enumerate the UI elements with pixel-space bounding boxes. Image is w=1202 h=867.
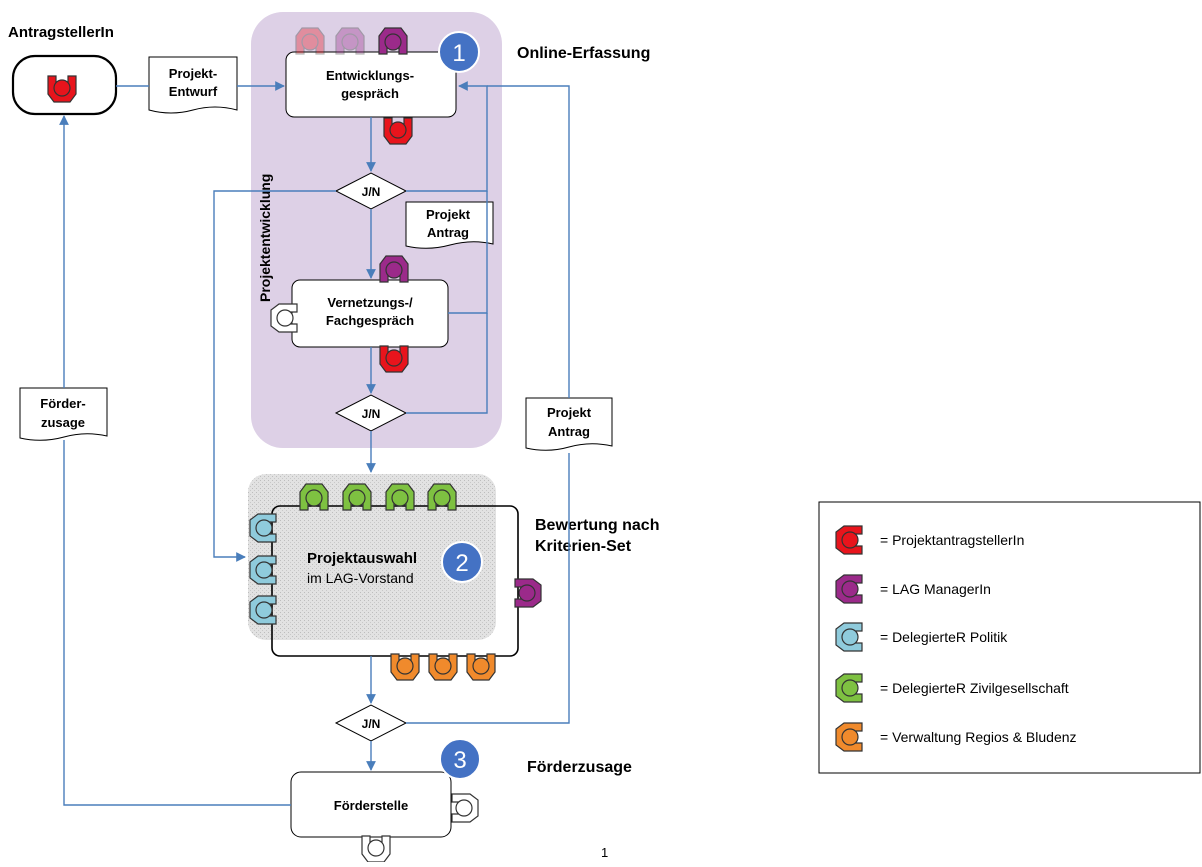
entwurf-line1: Projekt-	[169, 66, 217, 81]
applicant-person-icon	[379, 345, 409, 373]
foerderstelle-label: Förderstelle	[334, 798, 408, 813]
decision-1-label: J/N	[362, 185, 381, 199]
entwicklung-line2: gespräch	[341, 86, 399, 101]
antrag1-line1: Projekt	[426, 207, 471, 222]
person-blue-icon	[835, 622, 863, 652]
person-green-icon	[835, 673, 863, 703]
legend-item-manager: = LAG ManagerIn	[835, 574, 991, 604]
person-red-icon	[835, 525, 863, 555]
funding-officer-person-icon	[361, 835, 391, 863]
vernetzung-line2: Fachgespräch	[326, 313, 414, 328]
antrag1-line2: Antrag	[427, 225, 469, 240]
badge-1-label: 1	[452, 40, 465, 67]
bewertung-line2: Kriterien-Set	[535, 538, 632, 555]
entwurf-document	[148, 56, 238, 114]
connectors	[59, 81, 570, 806]
legend-label: = DelegierteR Politik	[880, 629, 1008, 645]
legend-item-politics: = DelegierteR Politik	[835, 622, 1008, 652]
legend-label: = ProjektantragstellerIn	[880, 532, 1024, 548]
manager-person-icon	[379, 255, 409, 283]
applicant-person-icon	[383, 117, 413, 145]
ghost-person-icon	[335, 27, 365, 55]
politics-person-icon	[249, 555, 277, 585]
badge-2	[441, 541, 483, 583]
bewertung-line1: Bewertung nach	[535, 517, 659, 534]
page-number: 1	[601, 845, 608, 860]
legend-label: = Verwaltung Regios & Bludenz	[880, 729, 1077, 745]
funding-officer-person-icon	[451, 793, 479, 823]
antrag2-line1: Projekt	[547, 405, 592, 420]
badge-1	[438, 31, 480, 73]
legend-item-administration: = Verwaltung Regios & Bludenz	[835, 722, 1077, 752]
badge-2-label: 2	[455, 550, 468, 577]
person-orange-icon	[835, 722, 863, 752]
badge-3-label: 3	[453, 747, 466, 774]
administration-person-icon	[428, 653, 458, 681]
antrag-document-2	[525, 397, 613, 451]
ghost-person-icon	[295, 27, 325, 55]
antrag2-line2: Antrag	[548, 424, 590, 439]
legend-box	[818, 501, 1201, 774]
civil-society-person-icon	[342, 483, 372, 511]
foerderzusage-label: Förderzusage	[527, 759, 632, 776]
manager-person-icon	[514, 578, 542, 608]
decision-3-label: J/N	[362, 717, 381, 731]
legend-label: = LAG ManagerIn	[880, 581, 991, 597]
administration-person-icon	[390, 653, 420, 681]
legend-label: = DelegierteR Zivilgesellschaft	[880, 680, 1069, 696]
civil-society-person-icon	[299, 483, 329, 511]
applicant-title: AntragstellerIn	[8, 24, 114, 41]
entwurf-line2: Entwurf	[169, 84, 218, 99]
entwicklung-box	[285, 51, 457, 118]
applicant-person-icon	[47, 75, 77, 103]
legend-item-civil-society: = DelegierteR Zivilgesellschaft	[835, 673, 1069, 703]
zusage-line1: Förder-	[40, 396, 86, 411]
badge-3	[439, 738, 481, 780]
entwicklung-line1: Entwicklungs-	[326, 68, 414, 83]
person-purple-icon	[835, 574, 863, 604]
administration-person-icon	[466, 653, 496, 681]
civil-society-person-icon	[427, 483, 457, 511]
legend-item-applicant: = ProjektantragstellerIn	[835, 525, 1024, 555]
politics-person-icon	[249, 513, 277, 543]
auswahl-line2: im LAG-Vorstand	[307, 570, 414, 586]
civil-society-person-icon	[385, 483, 415, 511]
zusage-document	[19, 387, 108, 441]
antrag-document-1	[405, 201, 494, 249]
zusage-line2: zusage	[41, 415, 85, 430]
decision-2-label: J/N	[362, 407, 381, 421]
selection-background	[248, 474, 496, 640]
manager-person-icon	[378, 27, 408, 55]
phase-label: Projektentwicklung	[257, 174, 273, 302]
vernetzung-line1: Vernetzungs-/	[327, 295, 413, 310]
auswahl-line1: Projektauswahl	[307, 550, 417, 567]
online-label: Online-Erfassung	[517, 45, 650, 62]
expert-person-icon	[270, 303, 298, 333]
politics-person-icon	[249, 595, 277, 625]
